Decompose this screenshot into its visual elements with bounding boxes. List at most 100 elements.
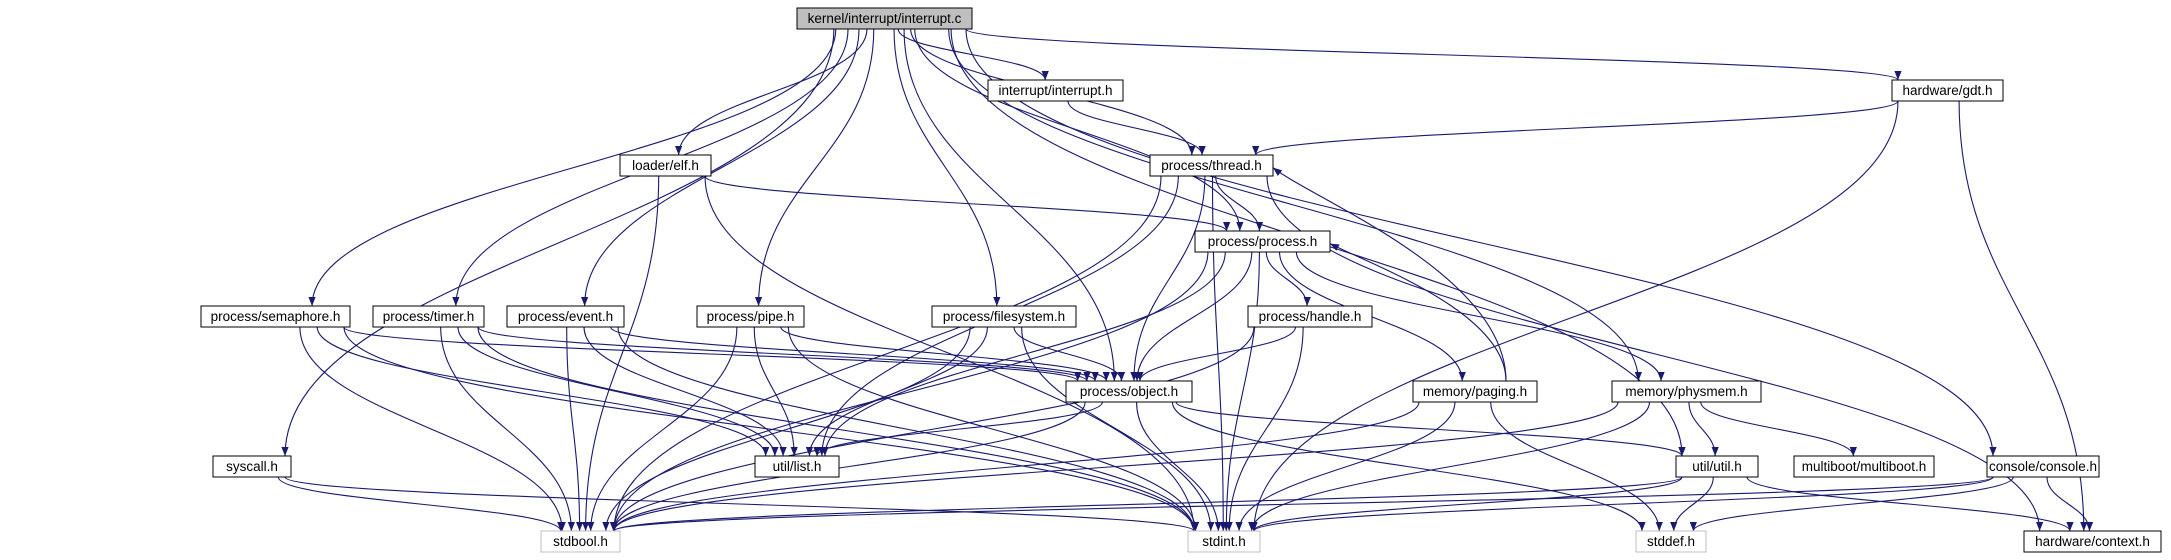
node-list-h[interactable]: util/list.h: [754, 455, 840, 478]
edge-console-h-to-stdint-h: [1250, 476, 1994, 532]
edge-thread-h-to-process-h: [1215, 175, 1264, 232]
node-handle-h[interactable]: process/handle.h: [1247, 305, 1373, 328]
node-box: [796, 7, 973, 30]
edge-interrupt-c-to-console-h: [965, 28, 1997, 457]
node-label: process/process.h: [1208, 234, 1318, 249]
edge-paging-h-to-thread-h: [1272, 167, 1507, 382]
edge-pipe-h-to-object-h: [780, 326, 1110, 382]
edge-util-h-to-stdint-h: [1250, 476, 1683, 532]
node-console-h[interactable]: console/console.h: [1986, 455, 2100, 478]
node-box: [200, 305, 351, 328]
edge-gdt-h-to-stdint-h: [1250, 100, 1899, 532]
edge-filesystem-h-to-stdbool-h: [602, 326, 971, 532]
edge-console-h-to-stdbool-h: [610, 476, 1994, 532]
node-label: multiboot/multiboot.h: [1802, 459, 1927, 474]
edge-object-h-to-stdbool-h: [609, 401, 1086, 532]
node-label: process/handle.h: [1259, 309, 1362, 324]
node-gdt-h[interactable]: hardware/gdt.h: [1891, 79, 2004, 102]
node-label: util/list.h: [773, 459, 822, 474]
edge-timer-h-to-stdint-h: [477, 326, 1198, 532]
edge-interrupt-c-to-object-h: [903, 28, 1118, 382]
edge-paging-h-to-process-h: [1329, 243, 1507, 382]
node-pipe-h[interactable]: process/pipe.h: [696, 305, 805, 328]
node-semaphore-h[interactable]: process/semaphore.h: [200, 305, 351, 328]
edge-elf-h-to-stdbool-h: [582, 175, 660, 532]
edge-physmem-h-to-stdint-h: [1248, 401, 1651, 532]
edge-object-h-to-stdint-h: [1136, 401, 1222, 532]
edge-interrupt-h-to-thread-h: [1067, 100, 1206, 156]
edge-event-h-to-object-h: [610, 326, 1099, 382]
node-box: [2023, 530, 2162, 553]
node-label: process/event.h: [518, 309, 613, 324]
node-syscall-h[interactable]: syscall.h: [212, 455, 292, 478]
edge-physmem-h-to-multiboot-h: [1700, 401, 1857, 457]
edge-interrupt-c-to-filesystem-h: [893, 28, 1001, 307]
edge-syscall-h-to-stdint-h: [284, 476, 1198, 532]
node-label: memory/physmem.h: [1625, 384, 1747, 399]
edge-thread-h-to-context-h: [1266, 175, 2044, 532]
edge-pipe-h-to-stdint-h: [787, 326, 1200, 532]
node-box: [1187, 530, 1261, 553]
node-box: [1986, 455, 2100, 478]
node-label: hardware/context.h: [2035, 534, 2150, 549]
node-label: process/pipe.h: [707, 309, 795, 324]
node-box: [1891, 79, 2004, 102]
edge-process-h-to-stdint-h: [1222, 251, 1260, 532]
node-label: process/filesystem.h: [943, 309, 1065, 324]
edge-object-h-to-stddef-h: [1171, 401, 1646, 532]
node-label: interrupt/interrupt.h: [998, 83, 1112, 98]
node-box: [1065, 380, 1193, 403]
node-box: [1675, 455, 1759, 478]
node-box: [1412, 380, 1538, 403]
node-multiboot-h[interactable]: multiboot/multiboot.h: [1793, 455, 1935, 478]
node-stdint-h: stdint.h: [1187, 530, 1261, 553]
node-thread-h[interactable]: process/thread.h: [1149, 154, 1274, 177]
edge-paging-h-to-stddef-h: [1490, 401, 1663, 532]
edge-process-h-to-stdbool-h: [610, 251, 1209, 532]
node-box: [931, 305, 1077, 328]
edge-thread-h-to-object-h: [1130, 175, 1206, 382]
node-process-h[interactable]: process/process.h: [1194, 230, 1331, 253]
node-filesystem-h[interactable]: process/filesystem.h: [931, 305, 1077, 328]
node-object-h[interactable]: process/object.h: [1065, 380, 1193, 403]
node-physmem-h[interactable]: memory/physmem.h: [1611, 380, 1762, 403]
node-util-h[interactable]: util/util.h: [1675, 455, 1759, 478]
node-stdbool-h: stdbool.h: [540, 530, 621, 553]
edge-semaphore-h-to-object-h: [343, 326, 1082, 382]
edge-interrupt-c-to-event-h: [581, 28, 860, 307]
node-context-h[interactable]: hardware/context.h: [2023, 530, 2162, 553]
node-box: [696, 305, 805, 328]
edge-console-h-to-stddef-h: [1689, 476, 2014, 532]
edge-handle-h-to-object-h: [1136, 326, 1297, 382]
node-label: memory/paging.h: [1423, 384, 1527, 399]
edge-process-h-to-object-h: [1133, 251, 1253, 382]
edge-object-h-to-list-h: [813, 401, 1103, 457]
edge-interrupt-c-to-process-h: [914, 28, 1244, 232]
node-label: stdint.h: [1202, 534, 1246, 549]
edge-interrupt-c-to-syscall-h: [281, 28, 835, 457]
node-event-h[interactable]: process/event.h: [506, 305, 625, 328]
node-elf-h[interactable]: loader/elf.h: [619, 154, 712, 177]
node-stddef-h: stddef.h: [1635, 530, 1707, 553]
edge-event-h-to-stdbool-h: [566, 326, 584, 532]
node-layer: kernel/interrupt/interrupt.c interrupt/in…: [200, 7, 2162, 553]
edge-console-h-to-context-h: [2046, 476, 2094, 532]
node-interrupt-c[interactable]: kernel/interrupt/interrupt.c: [796, 7, 973, 30]
node-interrupt-h[interactable]: interrupt/interrupt.h: [987, 79, 1124, 102]
node-box: [754, 455, 840, 478]
edge-timer-h-to-stdbool-h: [440, 326, 575, 532]
edge-interrupt-c-to-pipe-h: [754, 28, 875, 307]
edge-physmem-h-to-util-h: [1688, 401, 1719, 457]
edge-util-h-to-stddef-h: [1670, 476, 1714, 532]
node-paging-h[interactable]: memory/paging.h: [1412, 380, 1538, 403]
node-box: [1793, 455, 1935, 478]
node-box: [1194, 230, 1331, 253]
node-label: hardware/gdt.h: [1902, 83, 1992, 98]
edge-semaphore-h-to-stdbool-h: [299, 326, 566, 532]
edge-timer-h-to-list-h: [457, 326, 779, 457]
node-timer-h[interactable]: process/timer.h: [372, 305, 485, 328]
node-box: [212, 455, 292, 478]
edge-process-h-to-handle-h: [1265, 251, 1311, 307]
edge-handle-h-to-stdint-h: [1225, 326, 1304, 532]
node-box: [372, 305, 485, 328]
